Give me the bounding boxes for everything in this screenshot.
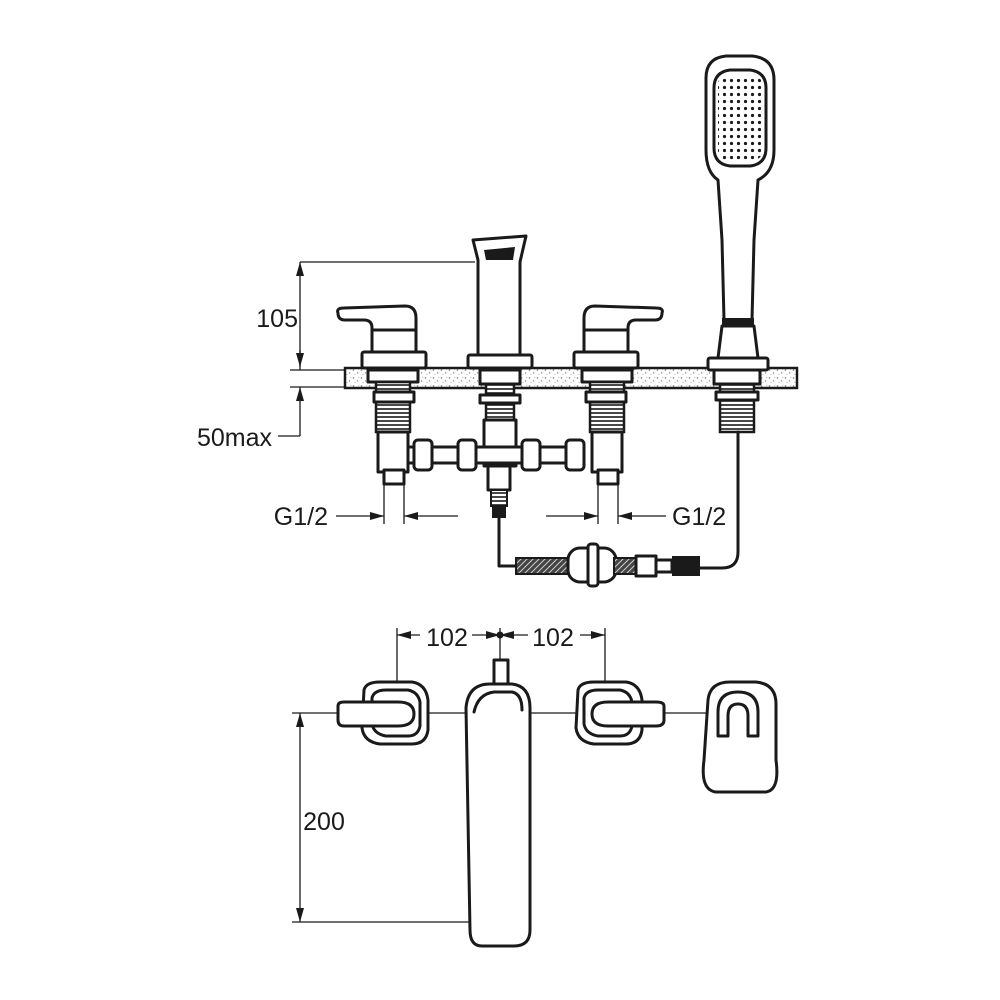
dimension-inlet-right: G1/2 bbox=[546, 484, 726, 531]
shower-hose bbox=[497, 430, 740, 588]
deck-thickness-label: 50max bbox=[197, 424, 273, 452]
countertop-deck bbox=[343, 366, 799, 390]
spacing-left-label: 102 bbox=[426, 624, 468, 652]
handshower bbox=[704, 54, 776, 372]
inlet-right-label: G1/2 bbox=[672, 503, 726, 531]
dimension-deck-thickness: 50max bbox=[197, 350, 345, 452]
mixer-pipework bbox=[406, 438, 586, 472]
left-valve-handle bbox=[336, 304, 428, 370]
dimension-projection: 200 bbox=[292, 713, 470, 923]
handshower-holder-plan bbox=[701, 680, 779, 794]
spacing-right-label: 102 bbox=[532, 624, 574, 652]
spout-plan bbox=[464, 658, 532, 948]
right-valve-body bbox=[580, 368, 634, 486]
inlet-left-label: G1/2 bbox=[274, 503, 328, 531]
left-valve-body bbox=[366, 368, 420, 486]
left-valve-plan bbox=[336, 680, 430, 746]
dimension-height: 105 bbox=[256, 261, 475, 367]
right-valve-plan bbox=[574, 680, 666, 746]
handshower-holder-body bbox=[712, 368, 762, 434]
dimension-inlet-left: G1/2 bbox=[274, 484, 458, 531]
projection-label: 200 bbox=[303, 808, 345, 836]
center-spout-body bbox=[478, 368, 522, 518]
right-valve-handle bbox=[572, 304, 664, 370]
handshower-spray-face bbox=[718, 76, 762, 160]
plan-view: 102 102 200 bbox=[292, 620, 779, 948]
height-label: 105 bbox=[256, 305, 298, 333]
dimension-spacing: 102 102 bbox=[396, 620, 606, 712]
front-elevation: 105 50max bbox=[197, 54, 799, 588]
center-spout bbox=[466, 234, 534, 370]
